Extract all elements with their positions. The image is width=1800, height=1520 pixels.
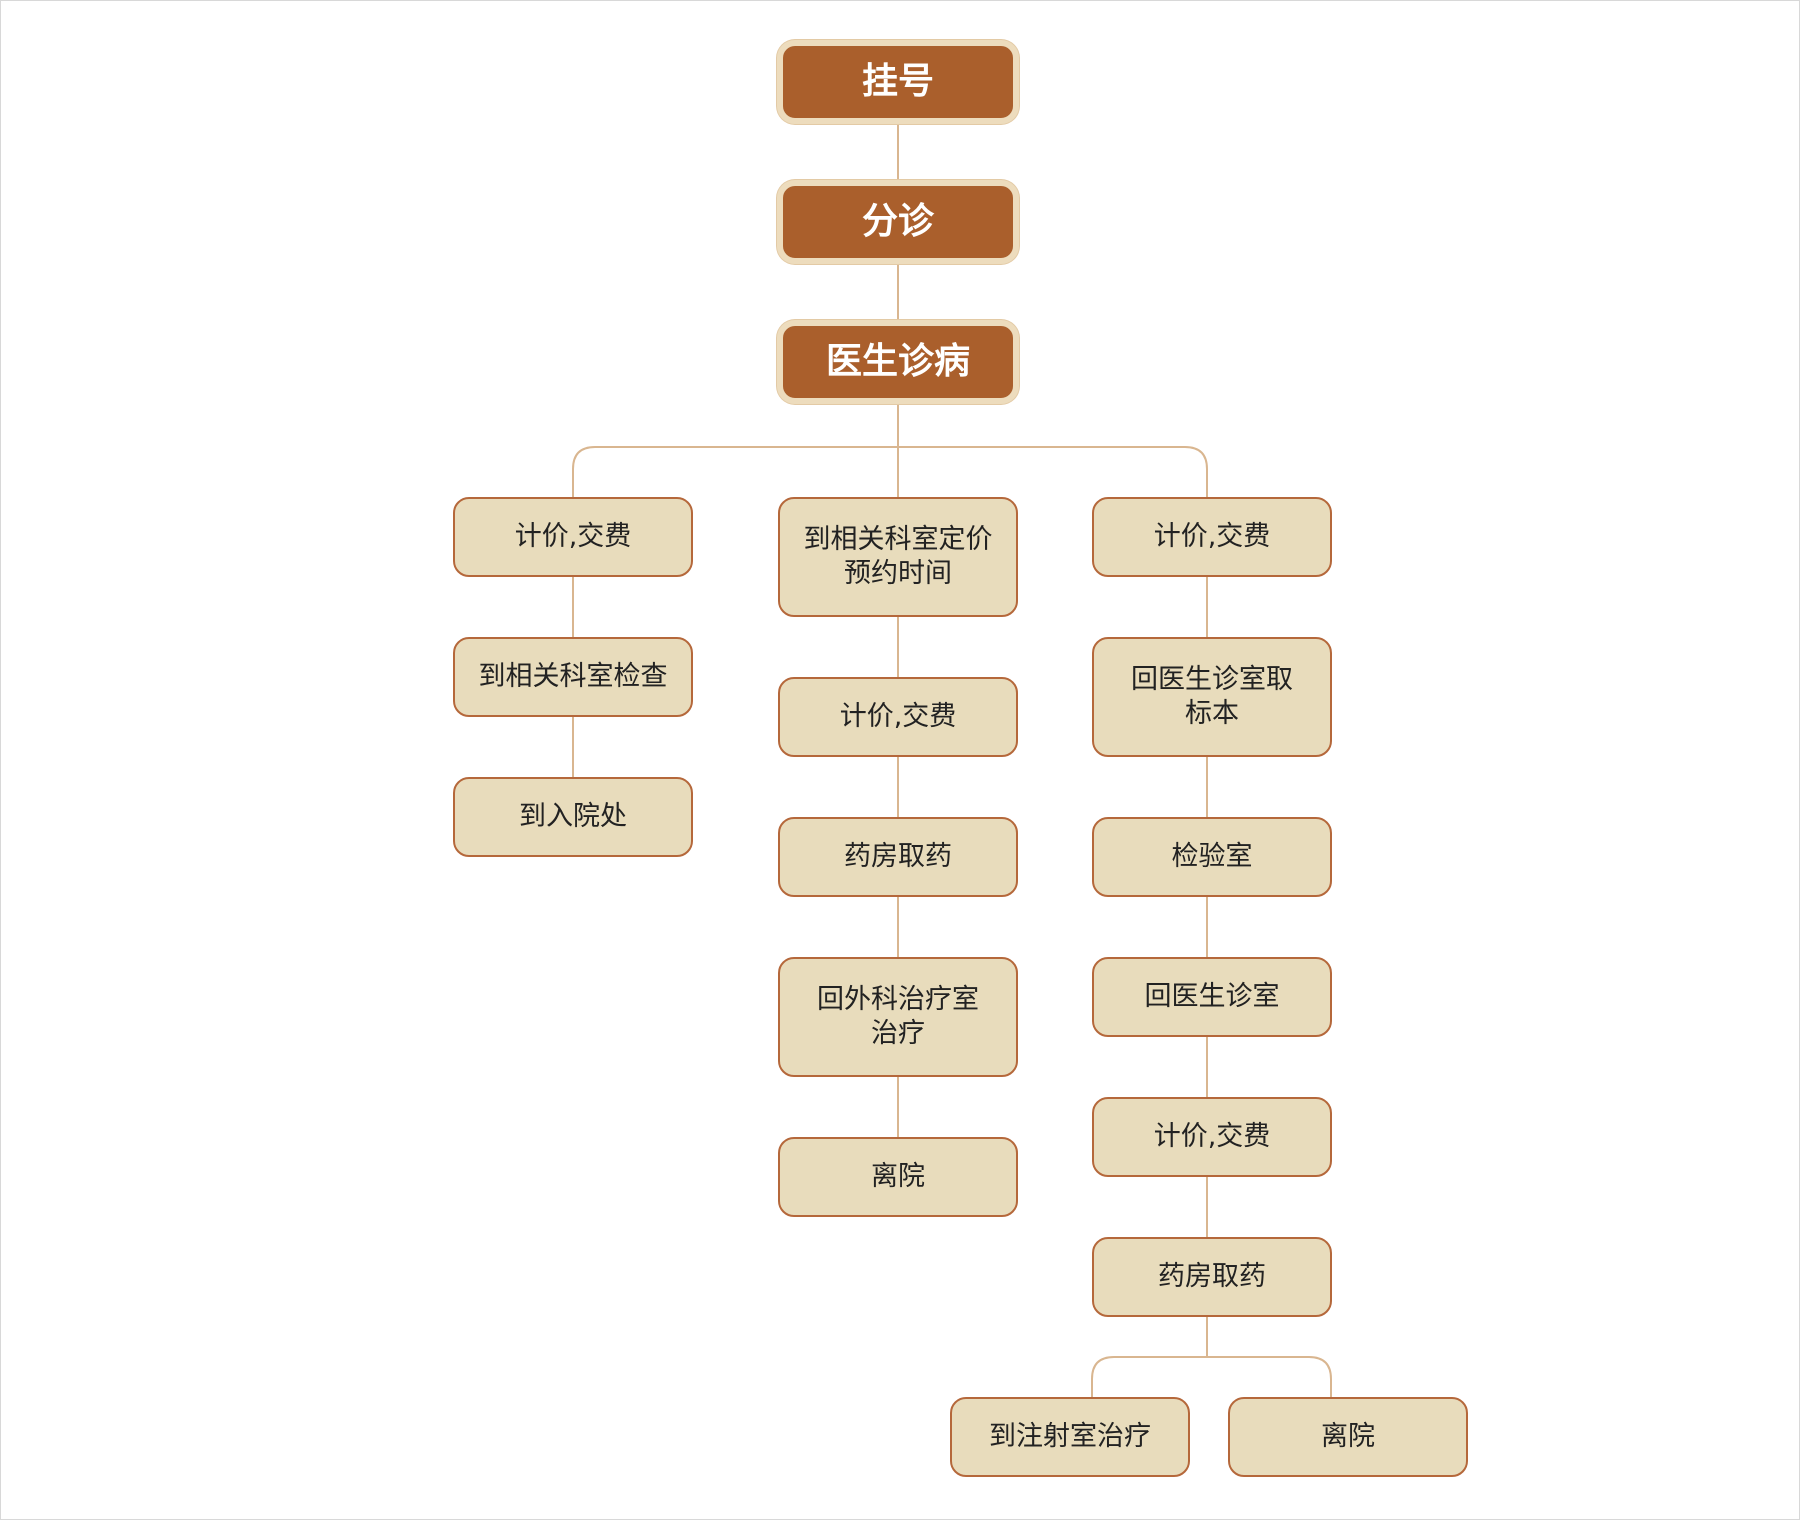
node-middle-department-appointment: 到相关科室定价 预约时间: [778, 497, 1018, 617]
node-middle-pharmacy: 药房取药: [778, 817, 1018, 897]
node-middle-discharge: 离院: [778, 1137, 1018, 1217]
node-right-return-doctor: 回医生诊室: [1092, 957, 1332, 1037]
node-middle-surgery-treatment: 回外科治疗室 治疗: [778, 957, 1018, 1077]
node-left-admission-office: 到入院处: [453, 777, 693, 857]
node-right-discharge: 离院: [1228, 1397, 1468, 1477]
node-right-injection-treatment: 到注射室治疗: [950, 1397, 1190, 1477]
node-right-return-specimen: 回医生诊室取 标本: [1092, 637, 1332, 757]
node-right-pharmacy: 药房取药: [1092, 1237, 1332, 1317]
connector-split-bar: [572, 446, 1208, 497]
node-left-pricing-payment: 计价,交费: [453, 497, 693, 577]
node-register: 挂号: [777, 40, 1019, 124]
connector-right-final-bar: [1091, 1356, 1332, 1397]
node-middle-pricing-payment: 计价,交费: [778, 677, 1018, 757]
node-right-laboratory: 检验室: [1092, 817, 1332, 897]
node-left-department-exam: 到相关科室检查: [453, 637, 693, 717]
node-triage: 分诊: [777, 180, 1019, 264]
node-doctor-diagnosis: 医生诊病: [777, 320, 1019, 404]
node-right-pricing-payment-2: 计价,交费: [1092, 1097, 1332, 1177]
node-right-pricing-payment: 计价,交费: [1092, 497, 1332, 577]
